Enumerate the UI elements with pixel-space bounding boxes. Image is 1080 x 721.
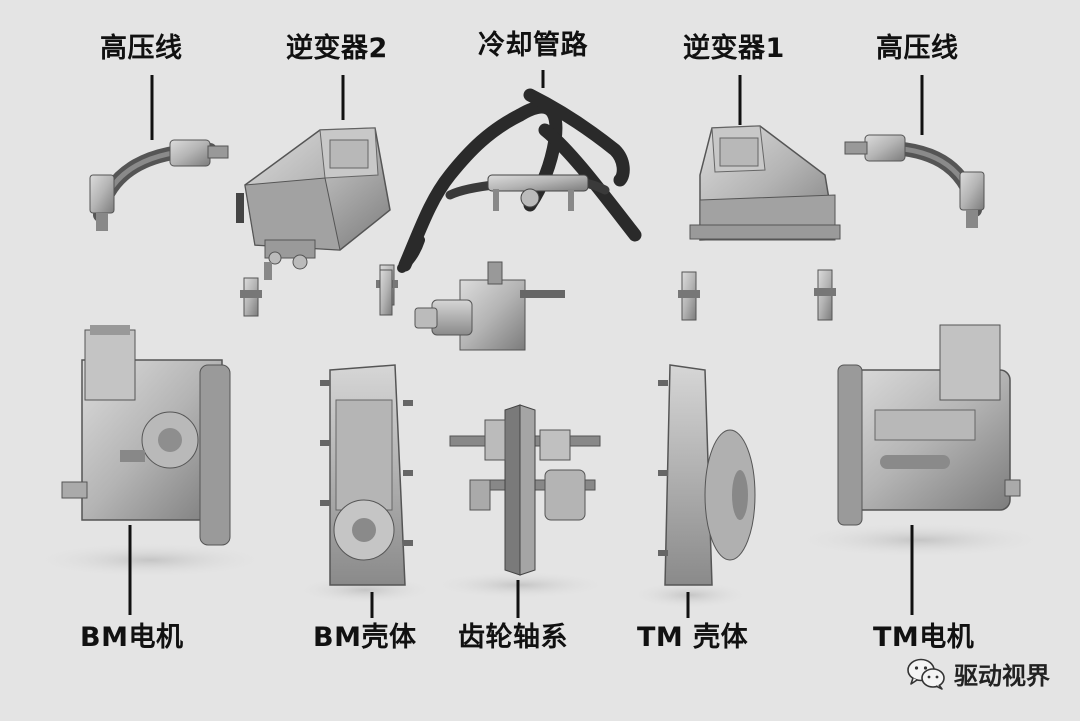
label-inverter-1: 逆变器1 <box>683 33 785 64</box>
gear-shaft-system-part <box>449 404 601 576</box>
watermark-text: 驱动视界 <box>954 662 1050 690</box>
bm-housing-part <box>320 364 413 586</box>
label-tm-housing: TM 壳体 <box>637 622 749 653</box>
hv-cable-left-part <box>89 139 229 231</box>
wechat-icon <box>907 658 945 690</box>
label-inverter-2: 逆变器2 <box>286 33 388 64</box>
label-bm-housing: BM壳体 <box>313 622 417 653</box>
watermark: 驱动视界 <box>906 656 1050 691</box>
label-gear-shaft-system: 齿轮轴系 <box>458 622 568 653</box>
bm-motor-part <box>61 325 231 546</box>
fasteners <box>379 269 836 321</box>
label-bm-motor: BM电机 <box>80 622 184 653</box>
hv-cable-right-part <box>844 134 985 228</box>
leader-lines <box>128 70 924 618</box>
actuator-module-part <box>414 261 565 351</box>
inverter-2-part <box>236 127 398 317</box>
label-cooling-pipes: 冷却管路 <box>478 30 588 61</box>
label-tm-motor: TM电机 <box>873 622 975 653</box>
label-hv-cable-right: 高压线 <box>876 33 959 64</box>
label-hv-cable-left: 高压线 <box>100 33 183 64</box>
inverter-1-part <box>689 125 841 241</box>
cooling-pipes-part <box>397 88 642 273</box>
tm-motor-part <box>837 324 1021 526</box>
tm-housing-part <box>658 364 756 586</box>
floor-shadows <box>30 522 1050 609</box>
